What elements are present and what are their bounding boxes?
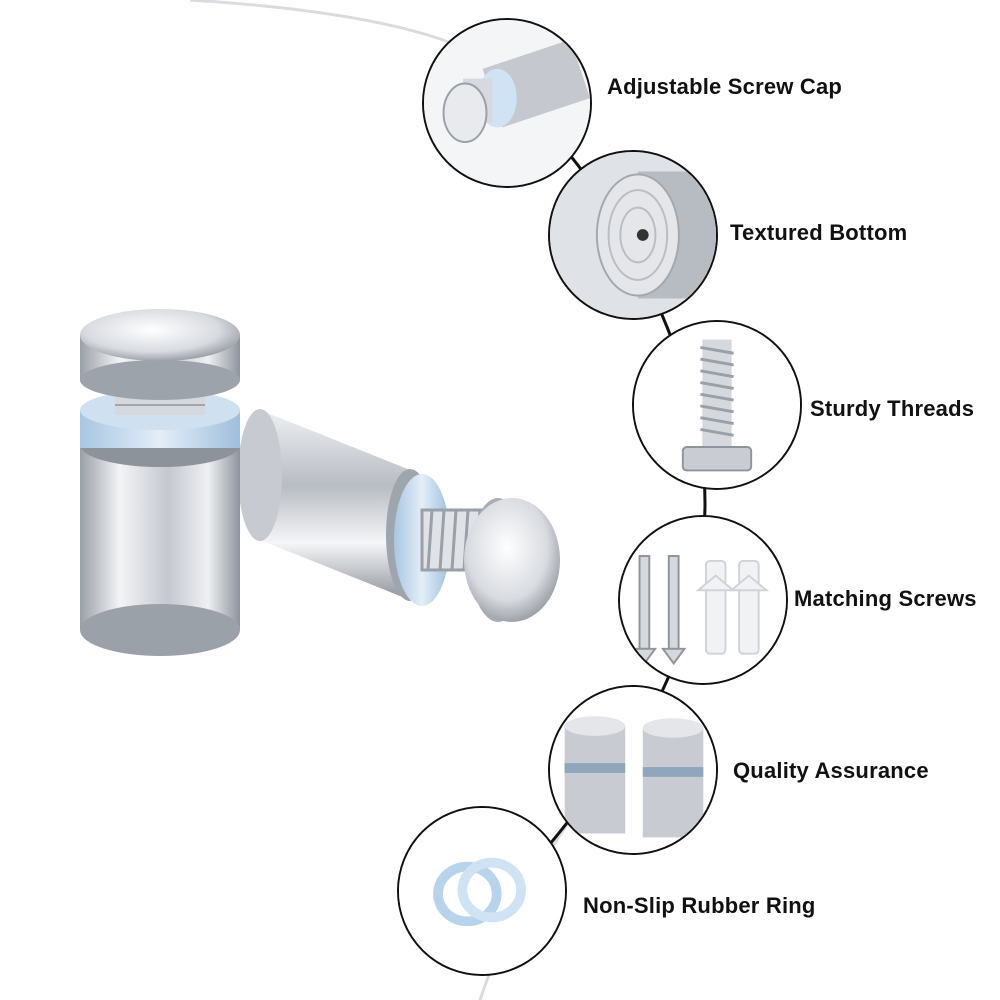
feature-circle-matching-screws — [618, 515, 788, 685]
feature-circle-sturdy-threads — [632, 320, 802, 490]
feature-label-rubber-ring: Non-Slip Rubber Ring — [583, 893, 816, 918]
feature-label-quality-assurance: Quality Assurance — [733, 758, 929, 783]
screws-and-anchors-icon — [620, 517, 786, 683]
rubber-ring-icon — [399, 808, 565, 974]
feature-circle-rubber-ring — [397, 806, 567, 976]
feature-label-screw-cap: Adjustable Screw Cap — [607, 74, 843, 99]
feature-circle-quality-assurance — [548, 685, 718, 855]
feature-label-textured-bottom: Textured Bottom — [730, 220, 908, 245]
threaded-screw-icon — [634, 322, 800, 488]
standoff-pair-icon — [550, 687, 716, 853]
feature-label-sturdy-threads: Sturdy Threads — [810, 396, 975, 421]
feature-label-matching-screws: Matching Screws — [794, 586, 977, 611]
textured-bottom-icon — [550, 152, 716, 318]
standoff-product-image — [80, 309, 560, 656]
feature-circle-textured-bottom — [548, 150, 718, 320]
